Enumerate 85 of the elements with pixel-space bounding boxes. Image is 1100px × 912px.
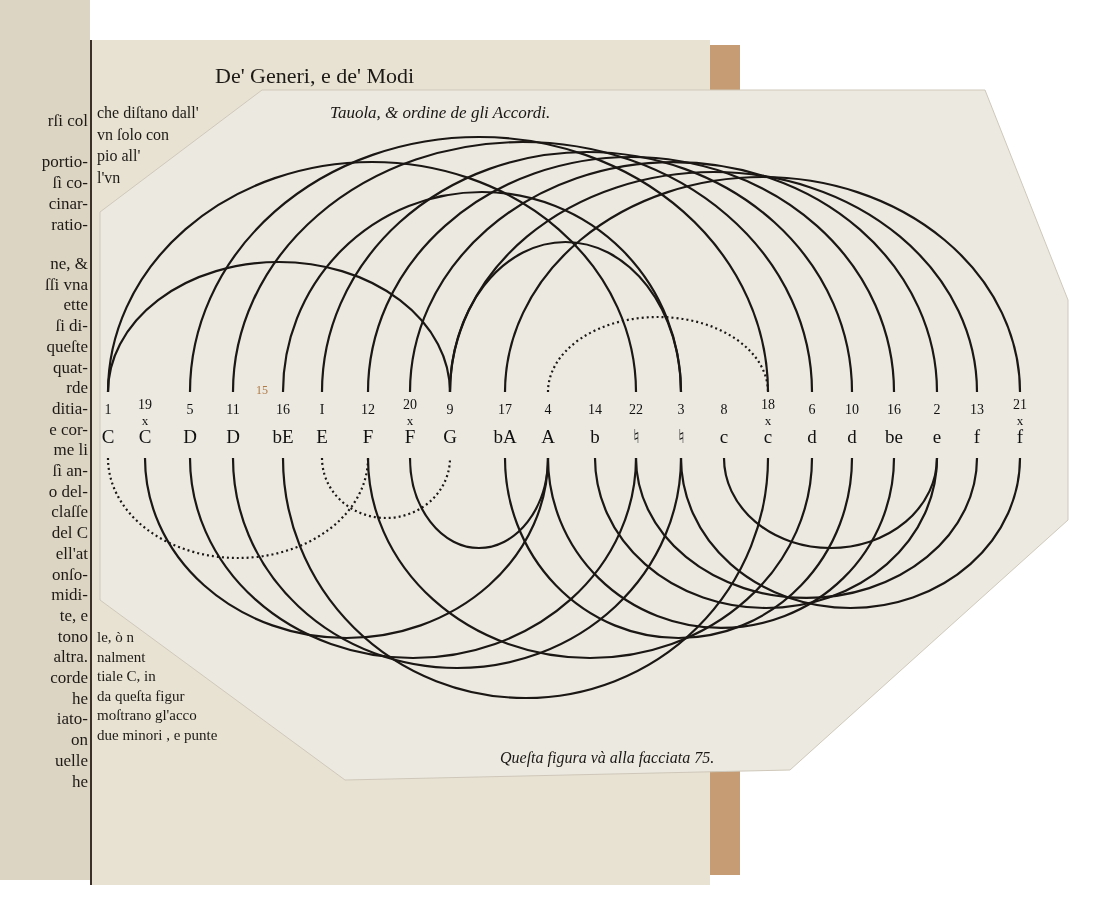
diagram-title: Tauola, & ordine de gli Accordi.	[330, 102, 551, 124]
note-letter: f	[973, 425, 981, 449]
note-number: 4	[544, 401, 552, 419]
note-number: 21	[1013, 396, 1027, 414]
page-text-line: l'vn	[97, 167, 121, 188]
page-text-line: o del-	[48, 480, 88, 502]
page-text-line: me li	[53, 439, 88, 461]
page-text-line: ditia-	[52, 397, 88, 420]
note-number: 14	[588, 401, 602, 419]
page-text-line: cinar-	[48, 193, 88, 215]
page-text-line: ell'at	[55, 542, 88, 565]
page-text-line: rde	[66, 377, 88, 399]
page-text-line: ette	[63, 294, 88, 316]
note-letter: bE	[272, 425, 294, 449]
note-letter: d	[807, 425, 817, 449]
note-number: 8	[720, 401, 728, 419]
page-text-line: ratio-	[51, 214, 88, 236]
page-text-line: corde	[50, 667, 88, 689]
page-text-line: claſſe	[51, 501, 88, 523]
note-number: 15	[256, 383, 268, 398]
note-number: 12	[361, 401, 375, 419]
note-number: 2	[933, 401, 941, 419]
note-number: 11	[226, 401, 240, 419]
page-text-line: te, e	[59, 604, 88, 627]
note-letter: e	[932, 425, 942, 449]
page-text-line: ſì an-	[52, 460, 88, 482]
note-letter: d	[847, 425, 857, 449]
page-text-line: che diſtano dall'	[97, 103, 199, 123]
page-text-line: portio-	[41, 151, 88, 173]
page-text-line: ſi di-	[55, 315, 88, 337]
note-letter: G	[443, 425, 457, 449]
page-text-line: del C	[51, 522, 88, 544]
page-text-line: e cor-	[49, 418, 88, 440]
page-text-line: ſì co-	[52, 172, 88, 194]
note-number: 22	[629, 401, 643, 419]
page-text-line: moſtrano gl'acco	[97, 706, 197, 725]
note-number: 20	[403, 396, 417, 414]
note-number: I	[319, 401, 325, 419]
note-number: 19	[138, 396, 152, 414]
note-number: 17	[498, 401, 512, 419]
note-letter: A	[541, 425, 555, 449]
note-number: 16	[887, 401, 901, 419]
note-number: 9	[446, 401, 454, 419]
note-letter: E	[316, 425, 328, 449]
figure-note: Queſta figura và alla facciata 75.	[500, 748, 715, 769]
page-text-line: quat-	[53, 356, 88, 378]
page-text-line: midi-	[51, 584, 88, 606]
page-text-line: ne, &	[50, 253, 88, 275]
page-text-line: ſſi vna	[45, 273, 88, 295]
page-text-line: due minori , e punte	[97, 725, 218, 745]
page-text-line: uelle	[54, 749, 88, 772]
page-text-line: vn ſolo con	[97, 124, 169, 145]
note-number: 5	[186, 401, 194, 419]
note-number: 13	[970, 401, 984, 419]
page-text-line: rſi col	[47, 110, 88, 132]
page-text-line: tono	[57, 625, 88, 647]
page-text-line: onſo-	[52, 563, 88, 585]
note-letter: F	[362, 425, 374, 449]
note-letter: D	[183, 425, 197, 449]
note-letter: ♮	[677, 425, 685, 449]
note-letter: D	[226, 425, 240, 449]
note-number: 18	[761, 396, 775, 414]
note-letter: be	[885, 425, 903, 449]
note-letter: c	[719, 425, 729, 449]
note-number: 16	[276, 401, 290, 419]
page-text-line: altra.	[53, 646, 88, 668]
page-text-line: queſte	[46, 335, 88, 358]
note-letter: ♮	[632, 425, 640, 449]
note-number: 10	[845, 401, 859, 419]
note-number: 3	[677, 401, 685, 419]
note-number: 6	[808, 401, 816, 419]
page-text-line: nalment	[97, 647, 146, 667]
page-text-line: he	[71, 687, 88, 709]
page-text-line: iato-	[56, 708, 88, 730]
note-letter: bA	[493, 425, 517, 449]
note-letter: C	[101, 425, 115, 449]
page-text-line: da queſta figur	[97, 686, 185, 706]
page-text-line: tiale C, in	[97, 667, 156, 686]
page-text-line: le, ò n	[97, 628, 135, 647]
page-text-line: pio all'	[97, 146, 141, 166]
running-header: De' Generi, e de' Modi	[215, 62, 415, 90]
note-number: 1	[104, 401, 112, 419]
page-text-line: he	[71, 770, 88, 792]
note-letter: b	[590, 425, 600, 449]
page-text-line: on	[71, 729, 88, 751]
